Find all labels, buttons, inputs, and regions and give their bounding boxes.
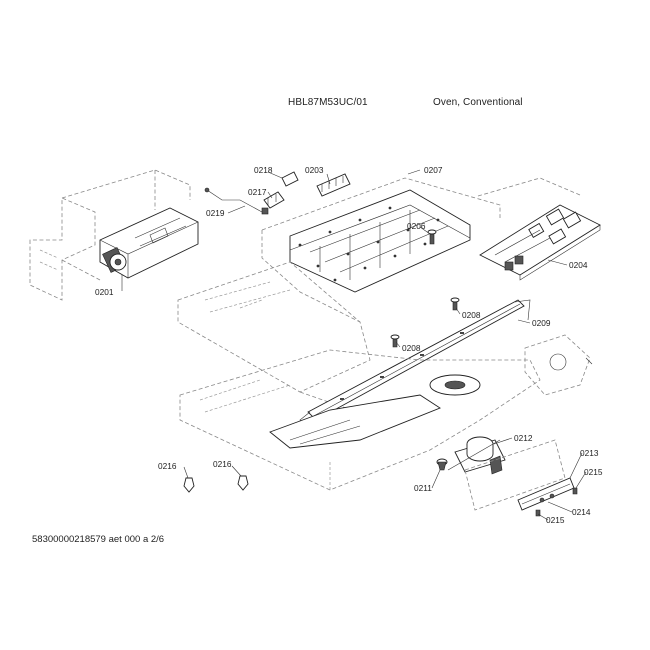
callout-0217: 0217 xyxy=(248,187,267,197)
callout-0204: 0204 xyxy=(569,260,588,270)
clip-0216 xyxy=(183,475,249,493)
screw-0208 xyxy=(390,297,460,348)
cooling-fan-assembly xyxy=(99,207,199,279)
control-board xyxy=(477,177,601,281)
rear-panel xyxy=(464,439,578,517)
thermal-switch xyxy=(436,458,448,471)
callout-0212: 0212 xyxy=(514,433,533,443)
screw-0206 xyxy=(427,229,437,245)
bottom-panel xyxy=(179,349,541,491)
callout-0209: 0209 xyxy=(532,318,551,328)
callout-0219: 0219 xyxy=(206,208,225,218)
product-type: Oven, Conventional xyxy=(433,97,523,108)
small-parts-top xyxy=(204,171,351,215)
callout-0213: 0213 xyxy=(580,448,599,458)
callout-0211: 0211 xyxy=(414,483,432,493)
rear-bracket xyxy=(524,334,593,396)
convection-motor xyxy=(447,436,506,475)
callout-0207: 0207 xyxy=(424,165,443,175)
callout-0208-lower: 0208 xyxy=(402,343,421,353)
callout-0201: 0201 xyxy=(95,287,114,297)
oven-cavity-outline xyxy=(29,169,191,301)
callout-0215-lower: 0215 xyxy=(546,515,565,525)
callout-0208-upper: 0208 xyxy=(462,310,481,320)
callout-0218: 0218 xyxy=(254,165,273,175)
document-reference: 58300000218579 aet 000 a 2/6 xyxy=(32,534,165,545)
leader-lines xyxy=(121,169,587,521)
model-number: HBL87M53UC/01 xyxy=(288,97,368,108)
callout-0215-upper: 0215 xyxy=(584,467,603,477)
callout-0203: 0203 xyxy=(305,165,324,175)
callout-0216-left: 0216 xyxy=(158,461,177,471)
heater-cover-panel xyxy=(261,177,501,323)
callout-0214: 0214 xyxy=(572,507,591,517)
callout-0206: 0206 xyxy=(407,221,426,231)
callout-labels: 0218 0217 0219 0203 0207 0206 0204 0201 … xyxy=(95,165,603,525)
callout-0216-right: 0216 xyxy=(213,459,232,469)
